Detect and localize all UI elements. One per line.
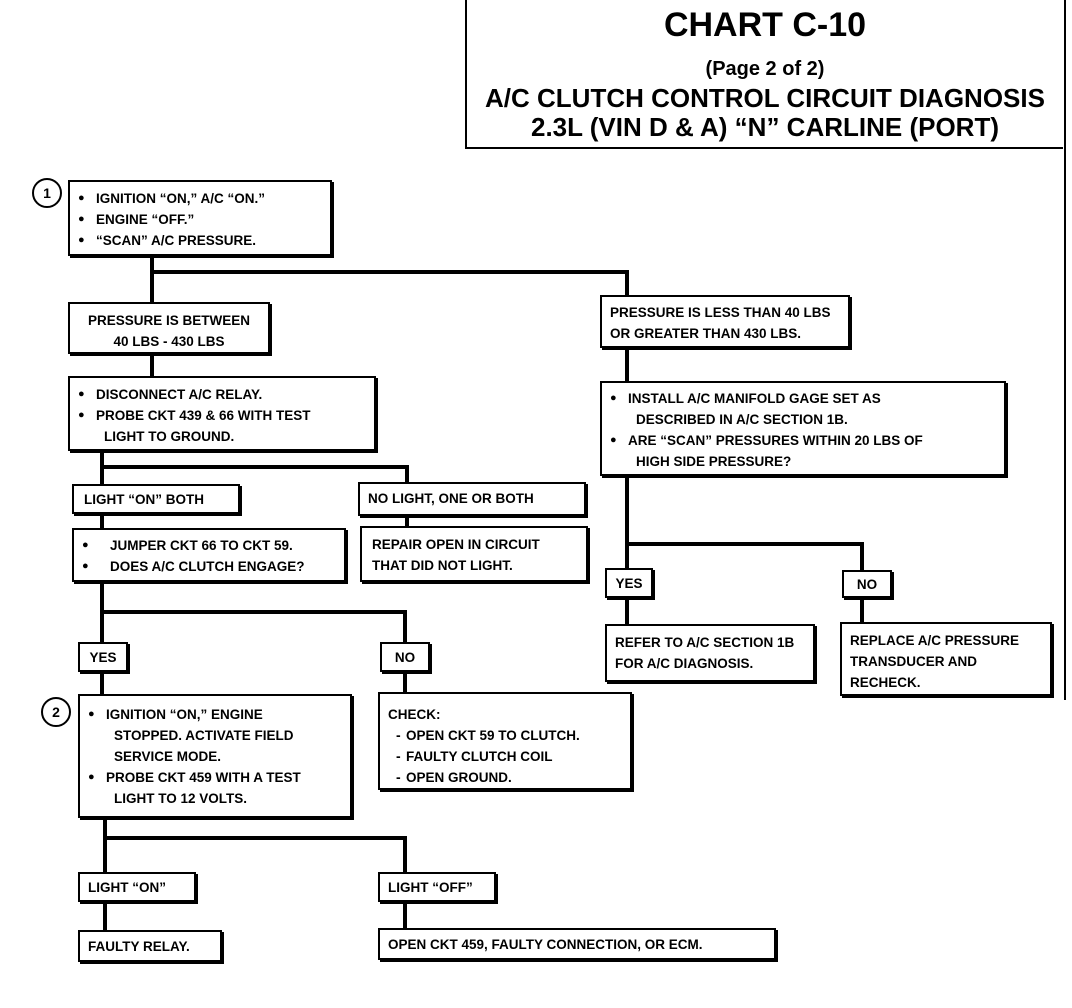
light-on-both-box: LIGHT “ON” BOTH (72, 484, 240, 514)
disconnect-item-cont: LIGHT TO GROUND. (104, 429, 235, 444)
connector-jumper-split (100, 580, 407, 646)
start-step-item: ENGINE “OFF.” (70, 209, 330, 230)
ignition-item: IGNITION “ON,” ENGINE (80, 704, 350, 725)
chart-title: CHART C-10 (663, 6, 867, 44)
jumper-item: DOES A/C CLUTCH ENGAGE? (74, 556, 344, 577)
check-heading: CHECK: (388, 707, 441, 722)
no-label-right: NO (842, 570, 892, 598)
check-box: CHECK: OPEN CKT 59 TO CLUTCH. FAULTY CLU… (378, 692, 632, 790)
repair-line: THAT DID NOT LIGHT. (372, 558, 513, 573)
jumper-item: JUMPER CKT 66 TO CKT 59. (74, 535, 344, 556)
pressure-outside-line: OR GREATER THAN 430 LBS. (610, 326, 802, 341)
step-marker-2: 2 (41, 697, 71, 727)
pressure-outside-line: PRESSURE IS LESS THAN 40 LBS (610, 305, 831, 320)
yes-label-left: YES (78, 642, 128, 672)
connector-gage-split (625, 474, 864, 574)
start-step-item: IGNITION “ON,” A/C “ON.” (70, 188, 330, 209)
pressure-between-line: PRESSURE IS BETWEEN (87, 313, 251, 328)
refer-section-box: REFER TO A/C SECTION 1B FOR A/C DIAGNOSI… (605, 624, 815, 682)
check-item: OPEN GROUND. (388, 767, 630, 788)
repair-line: REPAIR OPEN IN CIRCUIT (372, 537, 540, 552)
disconnect-item: PROBE CKT 439 & 66 WITH TEST (70, 405, 374, 426)
check-item: OPEN CKT 59 TO CLUTCH. (388, 725, 630, 746)
gage-item-cont: HIGH SIDE PRESSURE? (636, 454, 792, 469)
ignition-item-cont: LIGHT TO 12 VOLTS. (114, 791, 248, 806)
refer-line: REFER TO A/C SECTION 1B (615, 635, 795, 650)
pressure-outside-box: PRESSURE IS LESS THAN 40 LBS OR GREATER … (600, 295, 850, 348)
engine-carline-subtitle: 2.3L (VIN D & A) “N” CARLINE (PORT) (530, 112, 999, 142)
no-label-left: NO (380, 642, 430, 672)
replace-line: REPLACE A/C PRESSURE (850, 633, 1020, 648)
page-indicator: (Page 2 of 2) (705, 58, 825, 80)
faulty-relay-box: FAULTY RELAY. (78, 930, 222, 962)
start-step-item: “SCAN” A/C PRESSURE. (70, 230, 330, 251)
connector-disconnect-split (100, 449, 409, 485)
gage-item: ARE “SCAN” PRESSURES WITHIN 20 LBS OF (602, 430, 1004, 451)
gage-item-cont: DESCRIBED IN A/C SECTION 1B. (636, 412, 848, 427)
disconnect-item: DISCONNECT A/C RELAY. (70, 384, 374, 405)
start-step-box: IGNITION “ON,” A/C “ON.” ENGINE “OFF.” “… (68, 180, 332, 256)
gage-item: INSTALL A/C MANIFOLD GAGE SET AS (602, 388, 1004, 409)
light-on-box: LIGHT “ON” (78, 872, 196, 902)
repair-open-box: REPAIR OPEN IN CIRCUIT THAT DID NOT LIGH… (360, 526, 588, 582)
replace-transducer-box: REPLACE A/C PRESSURE TRANSDUCER AND RECH… (840, 622, 1052, 696)
connector-start-split (150, 254, 629, 300)
ignition-item-cont: STOPPED. ACTIVATE FIELD (114, 728, 294, 743)
chart-title-block: CHART C-10 (Page 2 of 2) A/C CLUTCH CONT… (465, 0, 1063, 149)
replace-line: TRANSDUCER AND (850, 654, 977, 669)
open-ckt-459-box: OPEN CKT 459, FAULTY CONNECTION, OR ECM. (378, 928, 776, 960)
pressure-between-line: 40 LBS - 430 LBS (113, 334, 225, 349)
connector-ignition-split (103, 816, 407, 876)
disconnect-relay-box: DISCONNECT A/C RELAY. PROBE CKT 439 & 66… (68, 376, 376, 451)
yes-label-right: YES (605, 568, 653, 598)
no-light-box: NO LIGHT, ONE OR BOTH (358, 482, 586, 516)
refer-line: FOR A/C DIAGNOSIS. (615, 656, 754, 671)
jumper-box: JUMPER CKT 66 TO CKT 59. DOES A/C CLUTCH… (72, 528, 346, 582)
light-off-box: LIGHT “OFF” (378, 872, 496, 902)
install-gage-box: INSTALL A/C MANIFOLD GAGE SET AS DESCRIB… (600, 381, 1006, 476)
page-border-right (1064, 0, 1066, 700)
pressure-between-box: PRESSURE IS BETWEEN 40 LBS - 430 LBS (68, 302, 270, 354)
ignition-item-cont: SERVICE MODE. (114, 749, 222, 764)
ignition-on-box: IGNITION “ON,” ENGINE STOPPED. ACTIVATE … (78, 694, 352, 818)
ignition-item: PROBE CKT 459 WITH A TEST (80, 767, 350, 788)
chart-subtitle: A/C CLUTCH CONTROL CIRCUIT DIAGNOSIS (485, 83, 1045, 113)
step-marker-1: 1 (32, 178, 62, 208)
check-item: FAULTY CLUTCH COIL (388, 746, 630, 767)
replace-line: RECHECK. (850, 675, 921, 690)
